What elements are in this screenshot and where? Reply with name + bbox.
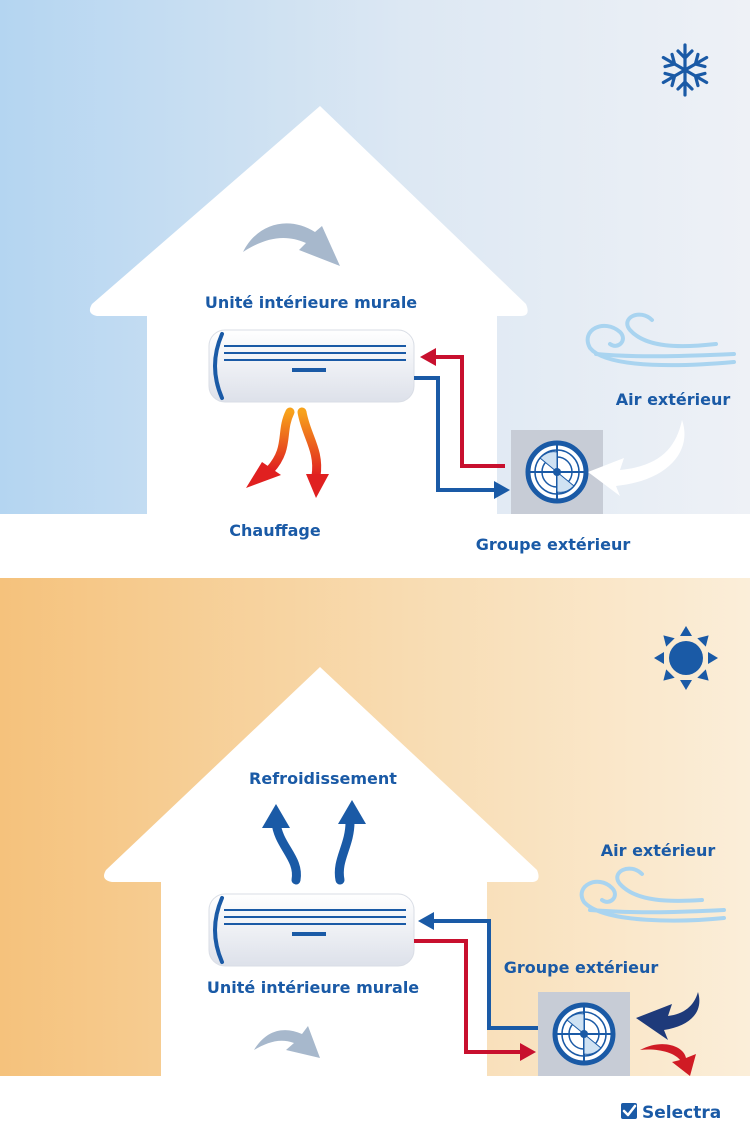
indoor-unit-label: Unité intérieure murale: [205, 293, 417, 312]
outdoor-unit: [511, 430, 603, 514]
checkbox-check-icon: [621, 1103, 637, 1119]
heat-arrow-head-right: [306, 474, 329, 498]
heating-effect-label: Chauffage: [229, 521, 321, 540]
fan-icon: [525, 440, 589, 504]
cooling-effect-label: Refroidissement: [249, 769, 397, 788]
hot-pipe-arrow: [420, 348, 436, 366]
fan-icon: [552, 1002, 616, 1066]
refrigerant-pipes: [414, 355, 505, 492]
outdoor-air-intake-arrow: [588, 420, 685, 496]
outdoor-air-label: Air extérieur: [601, 841, 716, 860]
indoor-air-circulation-arrow: [243, 223, 340, 266]
cold-pipe-arrow: [494, 481, 510, 499]
outdoor-air-intake-arrow: [636, 992, 700, 1040]
cool-arrow-head-right: [338, 800, 366, 824]
outdoor-air-label: Air extérieur: [616, 390, 731, 409]
wind-icon: [579, 866, 726, 923]
outdoor-air-exhaust-arrow: [640, 1044, 696, 1076]
indoor-wall-unit: [208, 329, 415, 403]
brand-name: Selectra: [642, 1103, 721, 1123]
heating-panel: Unité intérieure murale Chauffage: [0, 0, 750, 554]
indoor-air-circulation-arrow: [254, 1026, 320, 1058]
indoor-wall-unit: [208, 893, 415, 967]
sun-icon: [654, 626, 718, 690]
hot-pipe-arrow: [520, 1043, 536, 1061]
house-shape: [104, 667, 539, 1076]
cool-output-arrows: [271, 817, 355, 885]
heat-output-arrows: [265, 407, 322, 481]
wind-icon: [585, 312, 736, 368]
heat-arrow-head-left: [246, 462, 281, 488]
outdoor-unit-label: Groupe extérieur: [476, 535, 631, 554]
cool-arrow-head-left: [262, 804, 290, 828]
snowflake-icon: [661, 43, 709, 97]
cold-pipe-arrow: [418, 912, 434, 930]
outdoor-unit-label: Groupe extérieur: [504, 958, 659, 977]
cooling-panel: Refroidissement Unité intérieure murale …: [0, 578, 750, 1076]
brand-logo: Selectra: [621, 1103, 721, 1123]
refrigerant-pipes: [414, 919, 546, 1054]
indoor-unit-label: Unité intérieure murale: [207, 978, 419, 997]
house-shape: [89, 106, 528, 514]
outdoor-unit: [538, 992, 630, 1076]
